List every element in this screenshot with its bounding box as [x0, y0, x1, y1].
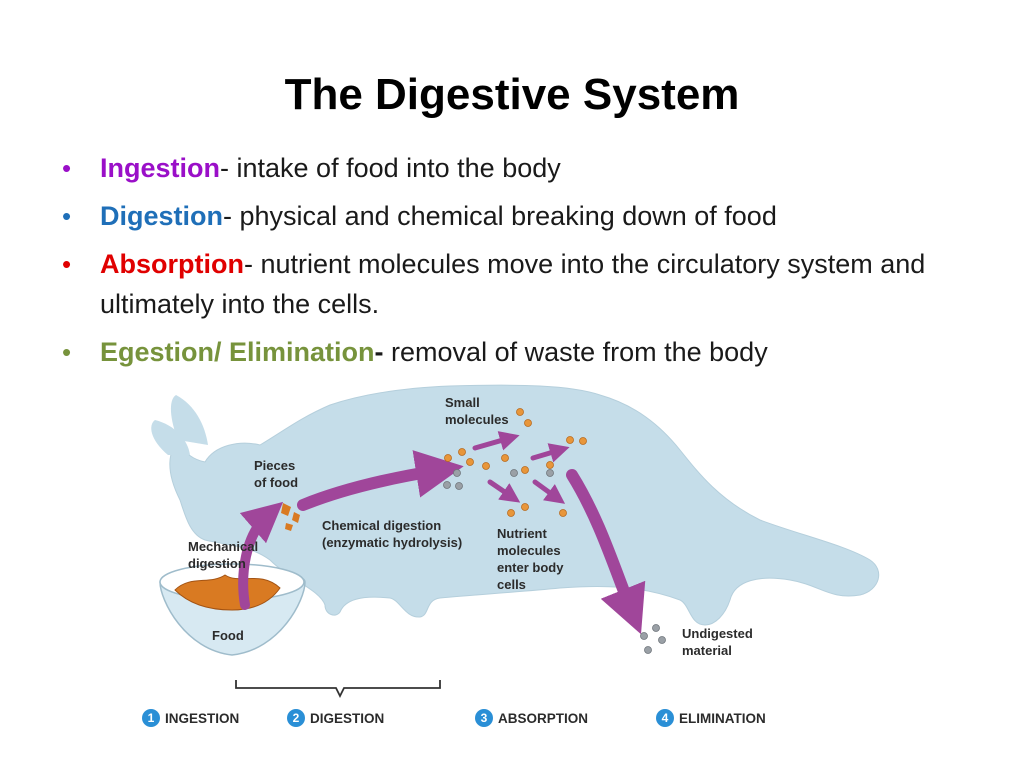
definition-elimination: removal of waste from the body: [383, 337, 768, 367]
label-pieces-of-food: Pieces: [254, 458, 295, 473]
stage-absorption: 3 ABSORPTION: [475, 709, 588, 727]
cat-silhouette: [151, 384, 880, 626]
stage-label-ingestion: INGESTION: [165, 711, 239, 726]
term-separator: -: [374, 337, 384, 367]
stage-elimination: 4 ELIMINATION: [656, 709, 766, 727]
stage-number-3: 3: [481, 711, 488, 725]
bullet-absorption: • Absorption- nutrient molecules move in…: [60, 244, 960, 324]
term-separator: -: [243, 249, 253, 279]
definition-ingestion: intake of food into the body: [229, 153, 561, 183]
stage-badge-2: [287, 709, 305, 727]
process-arrows: [238, 431, 646, 635]
food-pieces: [281, 503, 300, 531]
bullet-dot: •: [62, 153, 72, 183]
stage-number-2: 2: [293, 711, 300, 725]
bullet-list: • Ingestion- intake of food into the bod…: [60, 148, 960, 380]
stage-label-elimination: ELIMINATION: [679, 711, 766, 726]
term-elimination: Egestion/ Elimination: [100, 337, 375, 367]
stage-ingestion: 1 INGESTION: [142, 709, 239, 727]
label-nutrient-molecules-3: enter body: [497, 560, 564, 575]
stage-badge-1: [142, 709, 160, 727]
food-bowl: [159, 563, 306, 656]
bullet-digestion: • Digestion- physical and chemical break…: [60, 196, 960, 236]
stage-badge-3: [475, 709, 493, 727]
bullet-dot: •: [62, 249, 72, 279]
label-food: Food: [212, 628, 244, 643]
stage-label-absorption: ABSORPTION: [498, 711, 588, 726]
stage-label-digestion: DIGESTION: [310, 711, 384, 726]
label-nutrient-molecules-2: molecules: [497, 543, 561, 558]
waste-molecules: [443, 469, 666, 654]
label-chemical-digestion: Chemical digestion: [322, 518, 441, 533]
label-undigested-material-2: material: [682, 643, 732, 658]
label-nutrient-molecules: Nutrient: [497, 526, 548, 541]
nutrient-molecules: [444, 408, 587, 517]
label-small-molecules: Small: [445, 395, 480, 410]
term-separator: -: [223, 201, 233, 231]
label-chemical-digestion-2: (enzymatic hydrolysis): [322, 535, 462, 550]
term-absorption: Absorption: [100, 249, 244, 279]
bullet-ingestion: • Ingestion- intake of food into the bod…: [60, 148, 960, 188]
stage-digestion: 2 DIGESTION: [287, 709, 384, 727]
label-mechanical-digestion-2: digestion: [188, 556, 246, 571]
term-ingestion: Ingestion: [100, 153, 220, 183]
bullet-elimination: • Egestion/ Elimination- removal of wast…: [60, 332, 960, 372]
label-mechanical-digestion: Mechanical: [188, 539, 258, 554]
term-separator: -: [220, 153, 229, 183]
term-digestion: Digestion: [100, 201, 224, 231]
stage-number-1: 1: [148, 711, 155, 725]
label-nutrient-molecules-4: cells: [497, 577, 526, 592]
slide-title: The Digestive System: [284, 70, 740, 119]
label-pieces-of-food-2: of food: [254, 475, 298, 490]
label-small-molecules-2: molecules: [445, 412, 509, 427]
stage-badge-4: [656, 709, 674, 727]
stage-bracket: [235, 680, 441, 699]
stage-number-4: 4: [662, 711, 669, 725]
definition-digestion: physical and chemical breaking down of f…: [232, 201, 777, 231]
bullet-dot: •: [62, 201, 72, 231]
bullet-dot: •: [62, 337, 72, 367]
label-undigested-material: Undigested: [682, 626, 753, 641]
definition-absorption: nutrient molecules move into the circula…: [100, 249, 926, 319]
